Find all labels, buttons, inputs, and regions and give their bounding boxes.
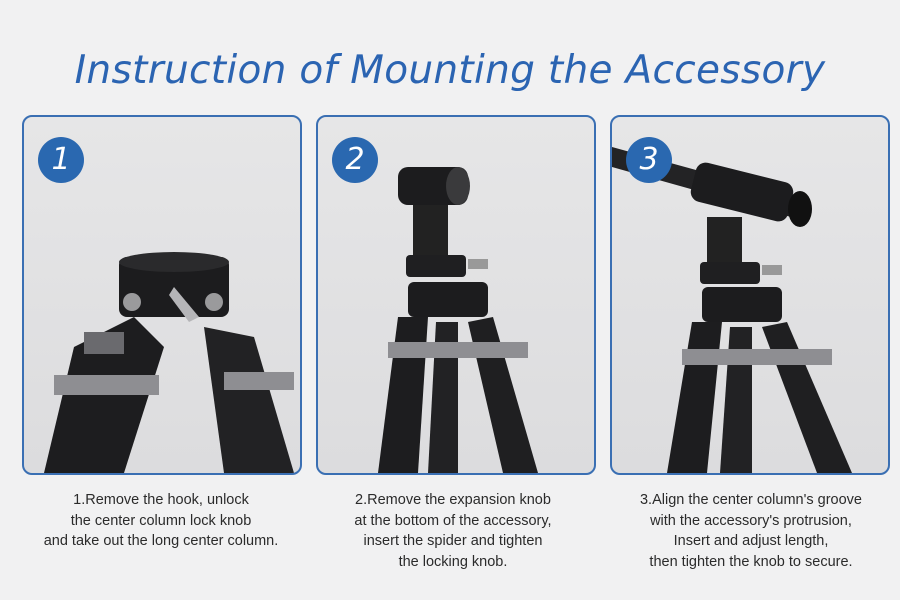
step-3-caption: 3.Align the center column's groove with …	[606, 490, 896, 572]
tripod-with-accessory-image	[378, 167, 538, 473]
caption-line: at the bottom of the accessory,	[354, 512, 552, 529]
caption-line: Insert and adjust length,	[673, 533, 829, 549]
page-title: Instruction of Mounting the Accessory	[74, 48, 826, 93]
caption-line: 1.Remove the hook, unlock	[73, 492, 249, 508]
caption-line: 3.Align the center column's groove	[639, 492, 862, 508]
caption-line: with the accessory's protrusion,	[650, 512, 852, 529]
caption-line: the locking knob.	[398, 553, 508, 570]
step-number-badge: 3	[626, 137, 672, 183]
tripod-closeup-image	[44, 252, 294, 473]
caption-line: insert the spider and tighten	[363, 533, 543, 549]
step-number-badge: 1	[38, 137, 84, 183]
caption-line: and take out the long center column.	[43, 533, 279, 549]
step-1-panel: 1	[22, 115, 302, 475]
caption-line: the center column lock knob	[70, 512, 252, 529]
step-2-caption: 2.Remove the expansion knob at the botto…	[308, 490, 598, 572]
step-1-caption: 1.Remove the hook, unlock the center col…	[16, 490, 306, 552]
step-3-panel: 3	[610, 115, 890, 475]
caption-line: then tighten the knob to secure.	[649, 553, 853, 570]
caption-line: 2.Remove the expansion knob	[355, 492, 551, 508]
tripod-with-center-column-image	[612, 147, 852, 473]
step-2-panel: 2	[316, 115, 596, 475]
step-number-badge: 2	[332, 137, 378, 183]
